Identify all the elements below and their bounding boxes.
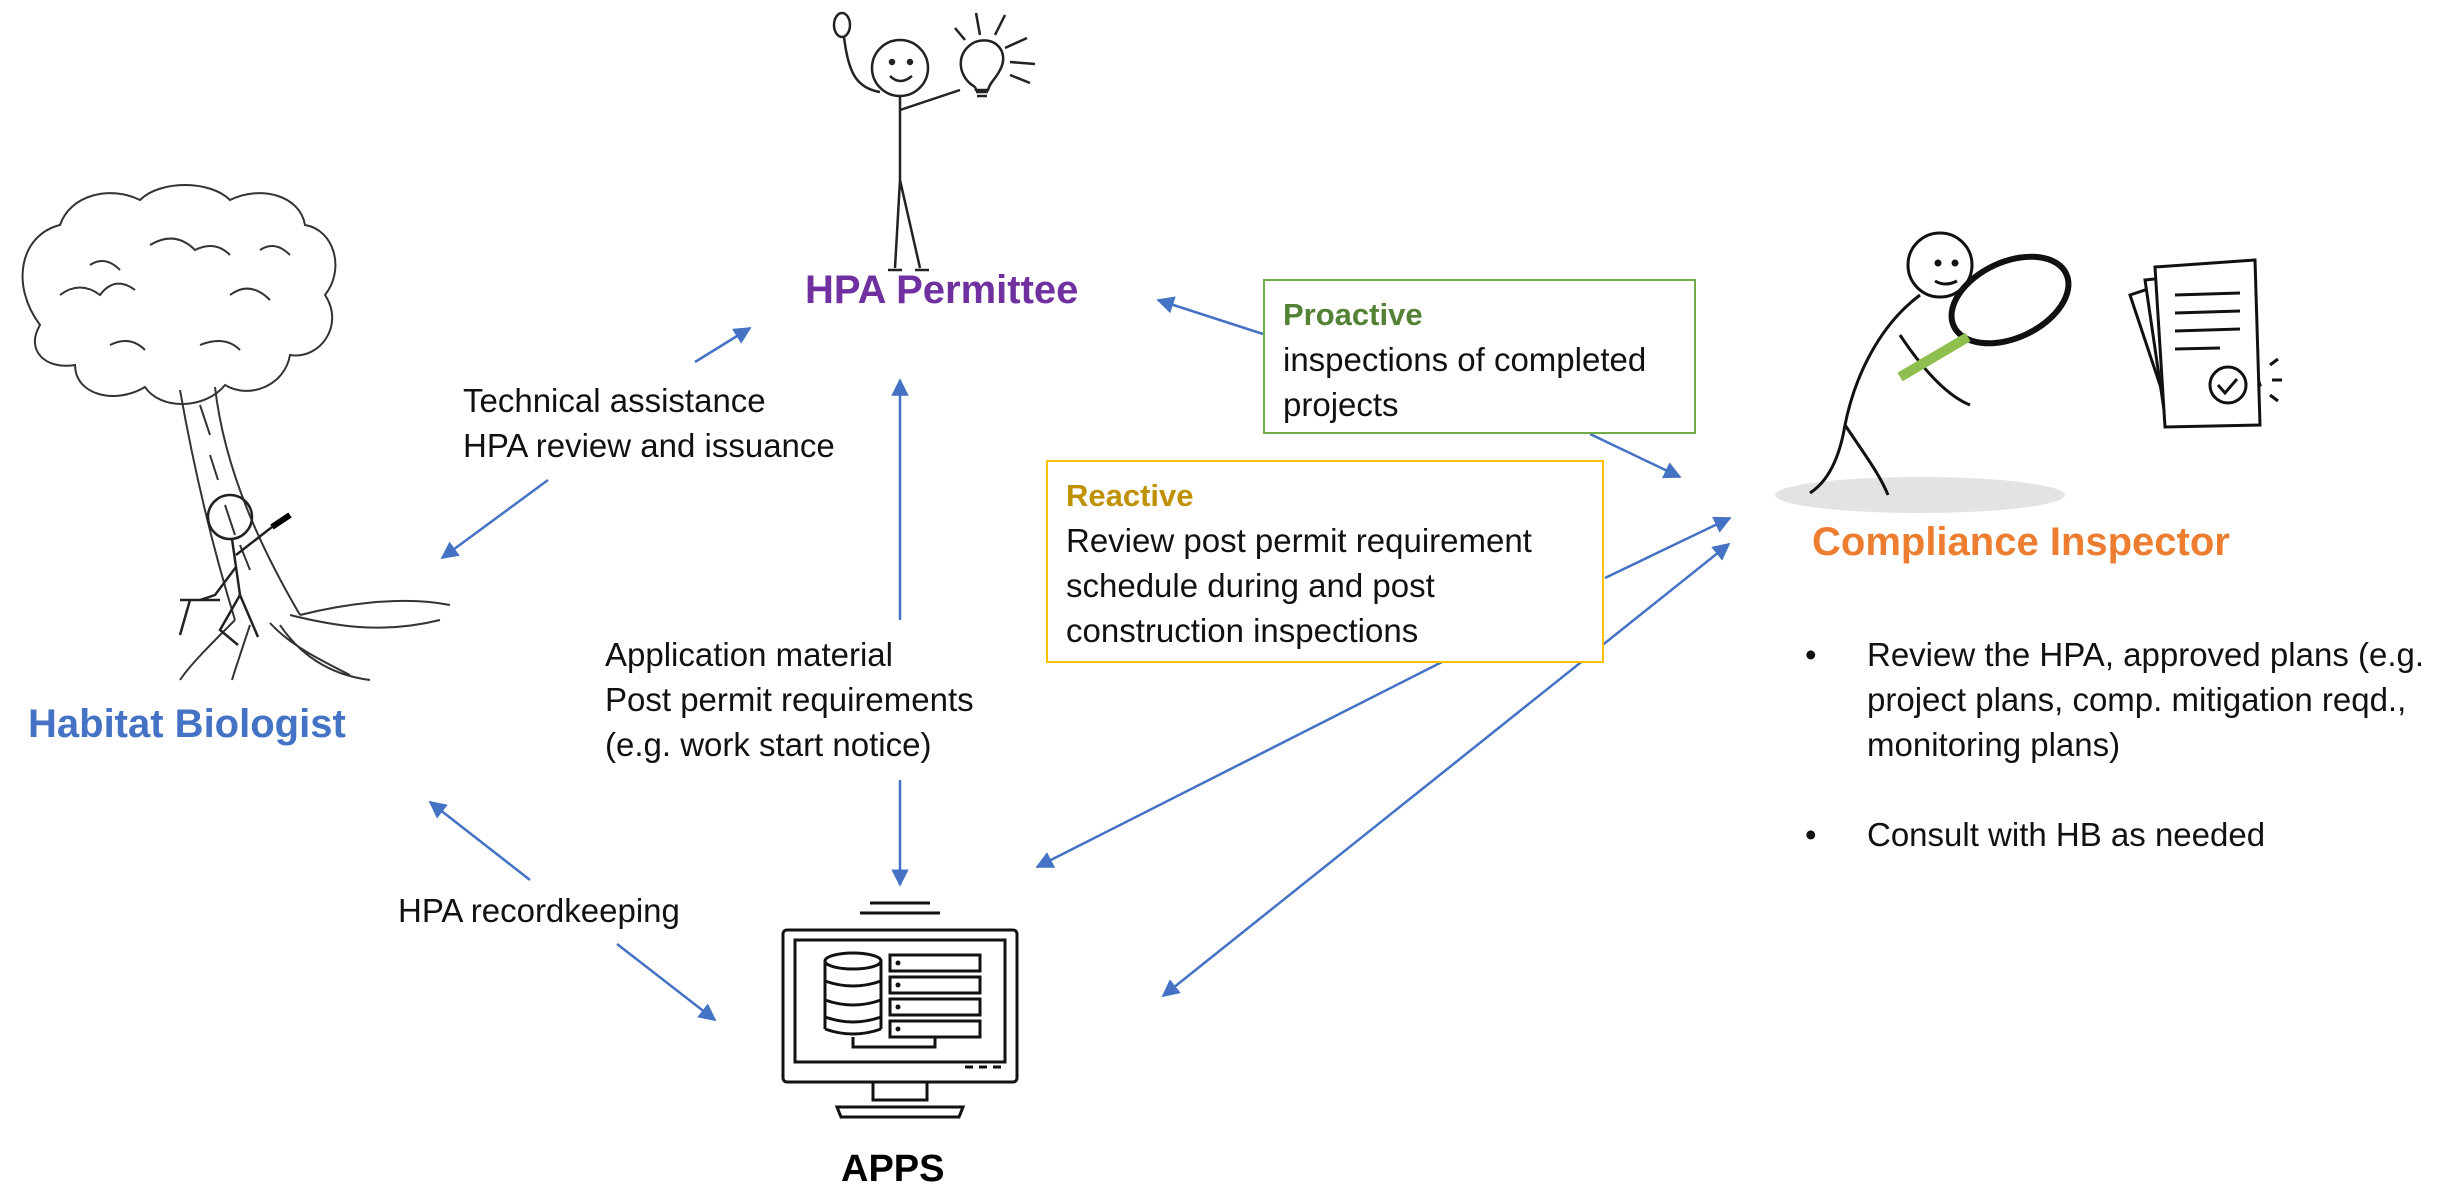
tech-line-2: HPA review and issuance	[463, 427, 835, 464]
arrow-apps-inspector	[1161, 542, 1731, 998]
reactive-line-3: construction inspections	[1066, 612, 1419, 649]
inspector-task-item: Review the HPA, approved plans (e.g. pro…	[1805, 632, 2435, 767]
proactive-heading: Proactive	[1283, 297, 1423, 332]
task-2-line-1: Consult with HB as needed	[1867, 816, 2266, 853]
tree-with-biologist-icon	[21, 184, 451, 681]
arrow-proactive-to-permittee	[1156, 296, 1264, 336]
task-1-line-2: project plans, comp. mitigation reqd.,	[1867, 681, 2407, 718]
technical-assistance-label: Technical assistance HPA review and issu…	[463, 378, 835, 468]
reactive-line-2: schedule during and post	[1066, 567, 1435, 604]
arrow-reactive-to-apps	[1035, 660, 1443, 869]
arrow-tech-to-permittee	[694, 326, 752, 364]
task-1-line-1: Review the HPA, approved plans (e.g.	[1867, 636, 2425, 673]
inspector-with-magnifier-icon	[1775, 231, 2072, 513]
person-with-lightbulb-icon	[832, 11, 1036, 272]
arrow-proactive-to-inspector	[1589, 432, 1682, 479]
arrow-record-to-biologist	[428, 800, 531, 881]
proactive-box: Proactive inspections of completed proje…	[1263, 279, 1696, 434]
reactive-line-1: Review post permit requirement	[1066, 522, 1532, 559]
recordkeeping-label: HPA recordkeeping	[398, 892, 680, 929]
app-line-2: Post permit requirements	[605, 681, 974, 718]
arrow-tech-to-biologist	[440, 478, 549, 560]
app-line-1: Application material	[605, 636, 893, 673]
apps-title: APPS	[841, 1148, 945, 1190]
permittee-title: HPA Permittee	[805, 268, 1079, 312]
application-material-label: Application material Post permit require…	[605, 632, 974, 767]
inspector-title: Compliance Inspector	[1812, 520, 2230, 564]
document-with-checkmark-icon	[2128, 258, 2282, 429]
tech-line-1: Technical assistance	[463, 382, 766, 419]
app-line-3: (e.g. work start notice)	[605, 726, 932, 763]
proactive-line-1: inspections of completed	[1283, 341, 1647, 378]
reactive-box: Reactive Review post permit requirement …	[1046, 460, 1604, 663]
proactive-line-2: projects	[1283, 386, 1399, 423]
reactive-heading: Reactive	[1066, 478, 1194, 513]
inspector-task-item: Consult with HB as needed	[1805, 812, 2435, 857]
computer-database-icon	[781, 901, 1019, 1119]
arrow-reactive-to-inspector	[1604, 516, 1732, 580]
task-1-line-3: monitoring plans)	[1867, 726, 2121, 763]
inspector-task-list: Review the HPA, approved plans (e.g. pro…	[1805, 632, 2435, 902]
arrow-record-to-apps	[616, 943, 717, 1022]
biologist-title: Habitat Biologist	[28, 702, 346, 746]
